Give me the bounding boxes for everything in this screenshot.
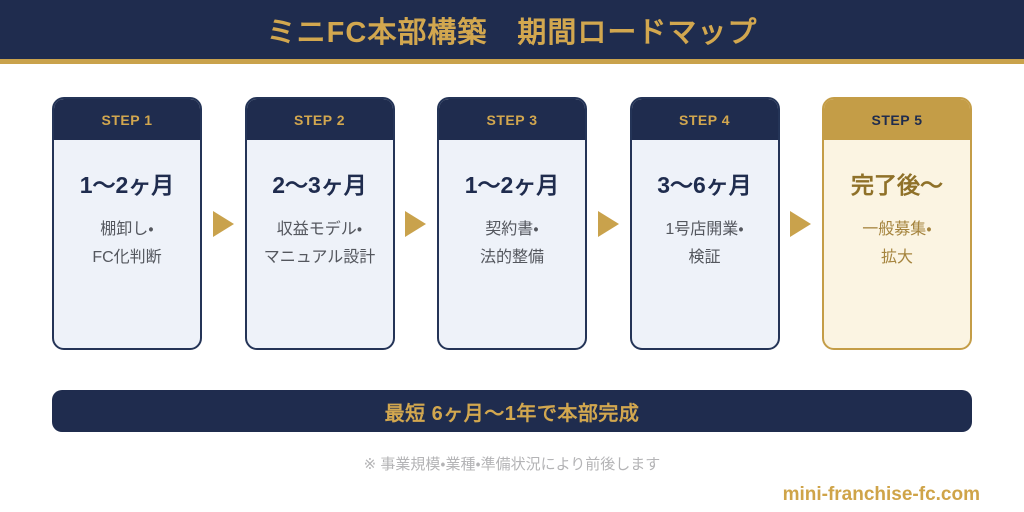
step-3-desc-line1: 契約書・ bbox=[485, 221, 539, 238]
footnote: ※ 事業規模・業種・準備状況により前後します bbox=[363, 456, 661, 473]
website-url: mini-franchise-fc.com bbox=[782, 484, 980, 505]
right-arrow-icon bbox=[597, 210, 619, 237]
arrow-slot-3 bbox=[587, 97, 630, 350]
step-card-5: STEP 5 完了後〜 一般募集・ 拡大 bbox=[822, 97, 972, 350]
step-3-header: STEP 3 bbox=[439, 99, 585, 140]
step-card-2: STEP 2 2〜3ヶ月 収益モデル・ マニュアル設計 bbox=[244, 97, 395, 350]
step-2-description: 収益モデル・ マニュアル設計 bbox=[247, 216, 393, 272]
step-1-header: STEP 1 bbox=[54, 99, 200, 140]
step-1-desc-line1: 棚卸し・ bbox=[100, 221, 154, 238]
arrow-slot-4 bbox=[780, 97, 823, 350]
step-2-desc-line1: 収益モデル・ bbox=[276, 221, 363, 238]
right-arrow-icon bbox=[790, 210, 812, 237]
step-4-desc-line1: 1号店開業・ bbox=[665, 221, 744, 238]
step-3-description: 契約書・ 法的整備 bbox=[439, 216, 585, 272]
step-1-desc-line2: FC化判断 bbox=[92, 249, 162, 266]
step-1-description: 棚卸し・ FC化判断 bbox=[54, 216, 200, 272]
right-arrow-icon bbox=[212, 210, 234, 237]
step-5-body: 完了後〜 一般募集・ 拡大 bbox=[824, 140, 970, 348]
step-card-4: STEP 4 3〜6ヶ月 1号店開業・ 検証 bbox=[629, 97, 780, 350]
step-4-header: STEP 4 bbox=[631, 99, 778, 140]
step-2-body: 2〜3ヶ月 収益モデル・ マニュアル設計 bbox=[247, 140, 393, 348]
step-3-label: STEP 3 bbox=[486, 111, 538, 128]
step-1-body: 1〜2ヶ月 棚卸し・ FC化判断 bbox=[54, 140, 200, 348]
step-1-label: STEP 1 bbox=[101, 111, 153, 128]
step-1-duration: 1〜2ヶ月 bbox=[79, 172, 175, 198]
arrow-slot-1 bbox=[202, 97, 245, 350]
step-5-desc-line1: 一般募集・ bbox=[862, 221, 932, 238]
step-2-duration: 2〜3ヶ月 bbox=[272, 172, 367, 198]
step-2-desc-line2: マニュアル設計 bbox=[263, 249, 376, 266]
step-4-duration: 3〜6ヶ月 bbox=[657, 172, 752, 198]
step-4-body: 3〜6ヶ月 1号店開業・ 検証 bbox=[632, 140, 778, 348]
step-5-duration: 完了後〜 bbox=[851, 172, 943, 198]
step-3-desc-line2: 法的整備 bbox=[479, 249, 544, 266]
step-2-label: STEP 2 bbox=[294, 111, 345, 128]
right-arrow-icon bbox=[405, 210, 427, 237]
step-2-header: STEP 2 bbox=[246, 99, 393, 140]
step-5-desc-line2: 拡大 bbox=[880, 249, 913, 266]
step-4-desc-line2: 検証 bbox=[688, 249, 721, 266]
step-4-description: 1号店開業・ 検証 bbox=[632, 216, 778, 272]
summary-text: 最短 6ヶ月〜1年で本部完成 bbox=[384, 402, 640, 425]
step-5-description: 一般募集・ 拡大 bbox=[824, 216, 970, 272]
step-5-header: STEP 5 bbox=[824, 99, 970, 140]
step-5-label: STEP 5 bbox=[871, 111, 923, 128]
step-3-body: 1〜2ヶ月 契約書・ 法的整備 bbox=[439, 140, 585, 348]
step-4-label: STEP 4 bbox=[679, 111, 730, 128]
arrow-slot-2 bbox=[395, 97, 438, 350]
step-3-duration: 1〜2ヶ月 bbox=[464, 172, 560, 198]
step-card-1: STEP 1 1〜2ヶ月 棚卸し・ FC化判断 bbox=[52, 97, 202, 350]
step-card-3: STEP 3 1〜2ヶ月 契約書・ 法的整備 bbox=[437, 97, 587, 350]
page-title: ミニFC本部構築 期間ロードマップ bbox=[266, 16, 758, 49]
summary-bar: 最短 6ヶ月〜1年で本部完成 bbox=[52, 390, 972, 432]
roadmap: STEP 1 1〜2ヶ月 棚卸し・ FC化判断 STEP 2 2〜3ヶ月 収益モ… bbox=[52, 97, 972, 350]
header-bar: ミニFC本部構築 期間ロードマップ bbox=[0, 0, 1024, 64]
